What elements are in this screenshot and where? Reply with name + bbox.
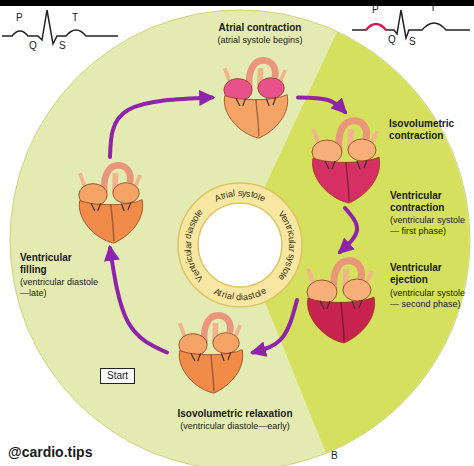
ecg-wave-letter: P [372,4,379,16]
ecg-trace [352,10,470,38]
ecg-wave-letter: T [430,2,436,14]
ventricle [79,200,142,243]
ecg-highlight [366,24,386,30]
stage-subtitle: (atrial systole begins) [185,35,335,46]
ventricle [312,157,379,203]
stage-title: Atrial contraction [185,22,335,34]
stage-subtitle: (ventricular diastole—early) [140,421,330,432]
valve [320,300,362,309]
atrium [258,78,284,99]
heart-stage: Isovolumetric contraction [305,115,385,205]
heart-stage: Atrial contraction(atrial systole begins… [215,55,295,140]
arc-letter: a [287,243,298,248]
cycle-arrow [110,98,212,158]
heart-illustration [215,55,295,140]
watermark: @cardio.tips [8,444,92,461]
cycle-arrow [110,248,167,353]
stage-title: Isovolumetric contraction [389,118,467,142]
septum [256,99,259,136]
heart-illustration [170,310,250,395]
corner-letter: B [331,450,338,462]
stage-caption: (ventricular systole— first phase) [390,215,466,237]
valve [325,160,367,169]
cycle-arrow [340,208,357,252]
arc-letter: r [183,241,194,245]
stage-subtitle: (ventricular systole— second phase) [390,288,466,310]
cycle-disc [10,10,470,466]
ecg-wave-letter: S [409,36,416,48]
septum [111,204,114,241]
ecg-trace [2,10,118,44]
arc-letter: d [236,292,241,303]
atrium [343,279,371,301]
stage-caption: Ventricular contraction [390,190,466,214]
arc-letter: s [237,188,242,199]
ecg-wave-letter: Q [29,40,37,52]
heart-stage: Ventricular ejection(ventricular systole… [300,255,380,345]
atrium [213,333,239,354]
stage-title: Ventricular ejection [390,262,466,286]
ecg-wave-letter: T [72,12,78,24]
heart-illustration [70,160,150,245]
heart-illustration [305,115,385,205]
heart-stage: Ventricular filling(ventricular diastole… [70,160,150,245]
start-box: Start [100,368,135,384]
ecg-wave-letter: Q [388,34,396,46]
valve [191,353,231,362]
arc-letter: r [286,248,297,252]
atrium [348,139,376,161]
septum [211,354,214,391]
valve [91,203,131,212]
stage-title: Isovolumetric relaxation [140,408,330,420]
valve [236,98,276,107]
heart-stage: Isovolumetric relaxation(ventricular dia… [170,310,250,395]
cycle-arrow [253,300,297,353]
box-label: Start [107,370,128,382]
phase-ring [178,183,302,307]
stage-title: Ventricular filling [20,252,100,276]
cycle-arrow [298,98,345,113]
septum [341,302,344,341]
ecg-wave-letter: S [59,40,66,52]
heart-illustration [300,255,380,345]
ventricle [179,350,242,393]
arc-letter: a [183,244,194,249]
ventricle [224,95,287,138]
ring-center [198,203,282,287]
septum [346,162,349,201]
stage-subtitle: (ventricular diastole—late) [20,277,100,299]
atrium [113,183,139,204]
top-bar [0,0,474,6]
ecg-wave-letter: P [16,12,23,24]
ventricle [307,297,374,343]
